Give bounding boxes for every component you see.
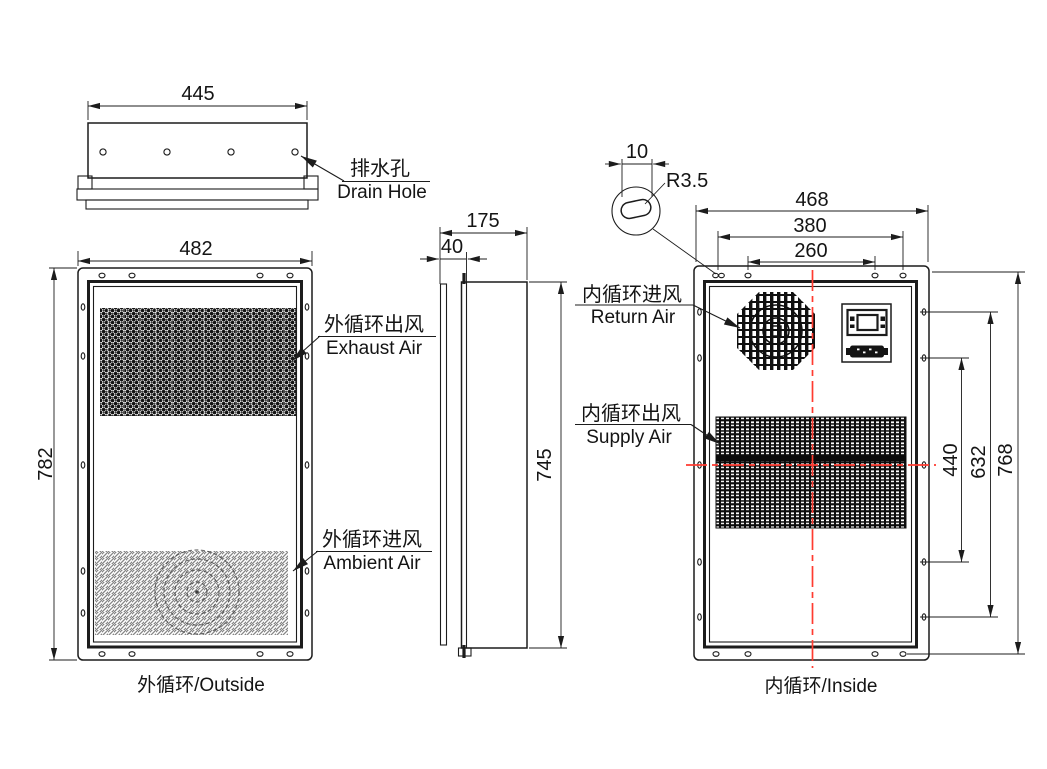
controller-buttons	[850, 316, 885, 328]
dim-inner-width-label: 260	[794, 240, 827, 262]
return-label-en: Return Air	[591, 307, 676, 328]
dim-inner-width: 260	[747, 240, 876, 270]
top-view: 445 排水孔 Drain Hole	[76, 83, 430, 210]
dim-inside-height: 768	[907, 271, 1025, 655]
dim-outside-width: 482	[77, 238, 313, 266]
outside-screw-holes	[80, 272, 310, 657]
dim-supply-span: 440	[920, 357, 969, 563]
dim-mount-height: 632	[920, 311, 998, 618]
side-flange-plate	[439, 283, 448, 646]
return-label-cn: 内循环进风	[582, 283, 682, 306]
dim-inside-height-label: 768	[995, 443, 1017, 476]
drain-hole-callout: 排水孔 Drain Hole	[300, 155, 430, 203]
dim-outside-height: 782	[35, 267, 77, 661]
inside-caption: 内循环/Inside	[765, 675, 878, 697]
outside-cabinet-outline	[77, 267, 313, 661]
controller-connector	[846, 345, 888, 358]
dim-outside-width-label: 482	[179, 238, 212, 260]
supply-air-grille	[715, 416, 907, 529]
dim-slot-width-label: 10	[626, 141, 648, 163]
side-view: 175 40 745	[420, 210, 567, 658]
ambient-air-grille	[95, 549, 288, 635]
outside-panel-inner	[92, 285, 298, 643]
supply-label-en: Supply Air	[586, 427, 672, 448]
dim-inside-width-label: 468	[795, 189, 828, 211]
supply-air-callout: 内循环出风 Supply Air	[575, 402, 721, 448]
supply-label-cn: 内循环出风	[581, 402, 681, 425]
dim-side-depth-label: 175	[466, 210, 499, 232]
drain-label-cn: 排水孔	[350, 157, 410, 180]
exhaust-label-cn: 外循环出风	[324, 313, 424, 336]
exhaust-air-grille	[100, 308, 296, 416]
return-air-callout: 内循环进风 Return Air	[575, 283, 741, 329]
slot-hole-shape	[620, 198, 652, 220]
dim-side-depth: 175	[439, 210, 528, 284]
return-air-grille	[737, 292, 815, 370]
inside-view: 10 R3.5 468 380 260	[575, 141, 1025, 697]
ambient-air-callout: 外循环进风 Ambient Air	[292, 528, 432, 574]
outside-panel	[87, 280, 303, 649]
ambient-label-cn: 外循环进风	[322, 528, 422, 551]
dim-slot-radius-label: R3.5	[666, 170, 708, 192]
exhaust-label-en: Exhaust Air	[326, 338, 423, 359]
dim-top-width: 445	[87, 83, 308, 120]
exhaust-air-callout: 外循环出风 Exhaust Air	[291, 313, 436, 362]
dim-side-flange-label: 40	[441, 236, 463, 258]
dim-supply-span-label: 440	[940, 443, 962, 476]
side-body	[460, 281, 528, 649]
outside-view: 482 782	[35, 238, 436, 696]
dim-inside-width: 468	[695, 189, 929, 262]
dim-outside-height-label: 782	[35, 447, 57, 480]
top-mount-flange	[76, 175, 319, 210]
dim-mount-height-label: 632	[968, 445, 990, 478]
dim-side-height: 745	[529, 281, 567, 649]
slot-hole-detail: 10 R3.5	[605, 141, 717, 275]
dim-mount-width-label: 380	[793, 215, 826, 237]
outside-caption: 外循环/Outside	[137, 674, 265, 696]
dim-side-height-label: 745	[534, 448, 556, 481]
drain-plate	[87, 122, 308, 179]
inside-cabinet-outline	[693, 265, 930, 661]
dim-top-width-label: 445	[181, 83, 214, 105]
fan-circles	[154, 549, 240, 635]
controller-display-bezel	[846, 308, 888, 337]
dim-side-flange: 40	[420, 236, 487, 282]
dim-mount-width: 380	[717, 215, 904, 270]
controller-screen	[856, 313, 879, 332]
drain-holes	[99, 148, 299, 156]
controller-panel	[841, 303, 892, 363]
fan-hub	[195, 590, 199, 594]
ambient-label-en: Ambient Air	[323, 553, 421, 574]
drain-label-en: Drain Hole	[337, 182, 427, 203]
